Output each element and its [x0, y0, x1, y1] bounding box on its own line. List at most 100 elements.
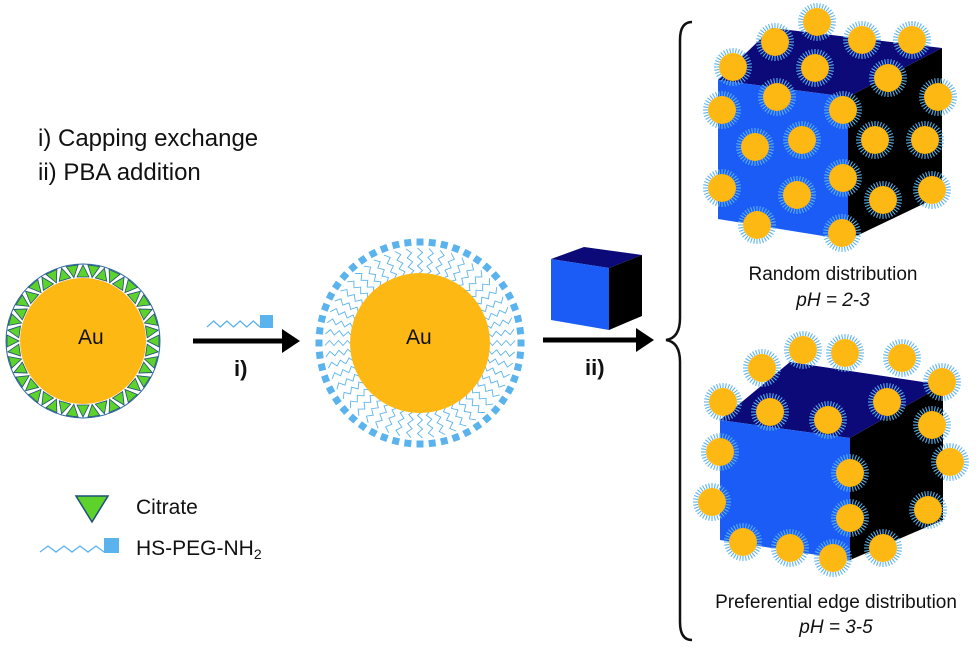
peg-gold-nanoparticle: [824, 91, 862, 129]
peg-ligand: [835, 505, 840, 510]
citrate-icon: [74, 495, 110, 524]
peg-ligand: [823, 33, 827, 39]
peg-ligand: [941, 511, 947, 514]
citrate-ligand: [6, 343, 21, 357]
peg-ligand: [875, 63, 880, 68]
peg-ligand: [712, 121, 716, 127]
peg-ligand: [784, 180, 789, 185]
peg-ligand: [718, 485, 722, 491]
peg-ligand: [816, 548, 822, 552]
peg-chain: [486, 356, 514, 368]
peg-ligand: [787, 105, 792, 110]
peg-ligand: [763, 236, 767, 242]
peg-ligand-icon: [206, 315, 273, 328]
peg-end-group: [315, 326, 324, 335]
peg-ligand: [853, 165, 858, 170]
peg-ligand: [877, 385, 881, 391]
peg-ligand: [837, 539, 841, 546]
peg-ligand: [920, 522, 924, 529]
peg-ligand: [771, 544, 777, 547]
peg-ligand: [913, 518, 918, 523]
peg-ligand: [724, 383, 727, 389]
peg-ligand: [786, 340, 792, 344]
peg-ligand: [908, 130, 914, 134]
peg-ligand: [787, 34, 794, 38]
peg-ligand: [883, 362, 890, 366]
peg-ligand: [780, 420, 785, 425]
peg-ligand: [912, 150, 917, 155]
peg-ligand: [889, 343, 894, 348]
peg-ligand: [847, 159, 851, 166]
peg-ligand: [785, 50, 790, 55]
peg-ligand: [942, 198, 947, 203]
peg-ligand: [778, 422, 783, 427]
peg-ligand: [702, 513, 706, 519]
peg-ligand: [737, 48, 741, 55]
peg-ligand: [885, 364, 891, 368]
citrate-ligand: [7, 313, 23, 326]
peg-ligand: [806, 121, 810, 128]
peg-ligand: [934, 78, 937, 84]
peg-ligand: [829, 14, 836, 18]
peg-ligand: [693, 506, 700, 510]
peg-ligand: [768, 351, 772, 357]
peg-ligand: [753, 550, 758, 555]
peg-ligand: [843, 41, 849, 44]
peg-ligand: [720, 487, 725, 492]
peg-ligand: [854, 100, 860, 104]
peg-ligand: [722, 510, 727, 515]
peg-ligand: [735, 111, 741, 114]
peg-chain: [325, 348, 354, 358]
peg-ligand: [731, 412, 736, 417]
peg-ligand: [868, 187, 873, 192]
peg-ligand: [720, 52, 725, 57]
peg-ligand: [807, 80, 811, 87]
peg-gold-nanoparticle: [724, 523, 762, 561]
peg-ligand: [855, 361, 860, 366]
peg-ligand: [796, 531, 800, 537]
peg-ligand: [767, 151, 774, 155]
cube-front-face: [551, 259, 609, 330]
peg-ligand: [854, 499, 858, 506]
peg-chain: [395, 409, 407, 437]
peg-ligand: [847, 190, 851, 197]
peg-ligand: [791, 561, 794, 567]
peg-ligand: [754, 349, 758, 356]
peg-chain: [357, 395, 377, 416]
peg-ligand: [808, 151, 812, 157]
peg-ligand: [963, 458, 969, 461]
peg-ligand: [836, 405, 841, 410]
peg-ligand: [794, 121, 798, 128]
peg-ligand: [798, 23, 804, 26]
gold-core: [911, 126, 939, 154]
peg-ligand: [909, 502, 916, 506]
peg-ligand: [758, 101, 765, 105]
peg-ligand: [860, 481, 865, 486]
peg-ligand: [858, 503, 863, 508]
peg-ligand: [855, 170, 862, 174]
peg-ligand: [785, 82, 790, 87]
peg-ligand: [932, 393, 936, 399]
gold-core: [741, 133, 769, 161]
peg-ligand: [727, 414, 731, 421]
peg-ligand: [913, 191, 919, 194]
citrate-ligand: [76, 404, 90, 418]
peg-chain: [425, 248, 435, 276]
peg-ligand: [809, 187, 816, 191]
peg-ligand: [827, 72, 834, 76]
peg-ligand: [733, 389, 738, 394]
peg-ligand: [778, 199, 785, 203]
peg-ligand: [881, 151, 885, 157]
peg-ligand: [897, 48, 902, 53]
peg-end-group: [315, 339, 323, 347]
peg-ligand: [732, 444, 739, 448]
peg-ligand: [778, 187, 785, 191]
peg-ligand: [780, 559, 784, 565]
peg-ligand: [759, 128, 763, 135]
peg-ligand: [940, 502, 947, 506]
peg-ligand: [842, 485, 846, 492]
peg-ligand: [809, 34, 813, 41]
peg-ligand: [956, 445, 960, 451]
peg-ligand: [854, 530, 858, 537]
peg-ligand: [765, 53, 769, 59]
